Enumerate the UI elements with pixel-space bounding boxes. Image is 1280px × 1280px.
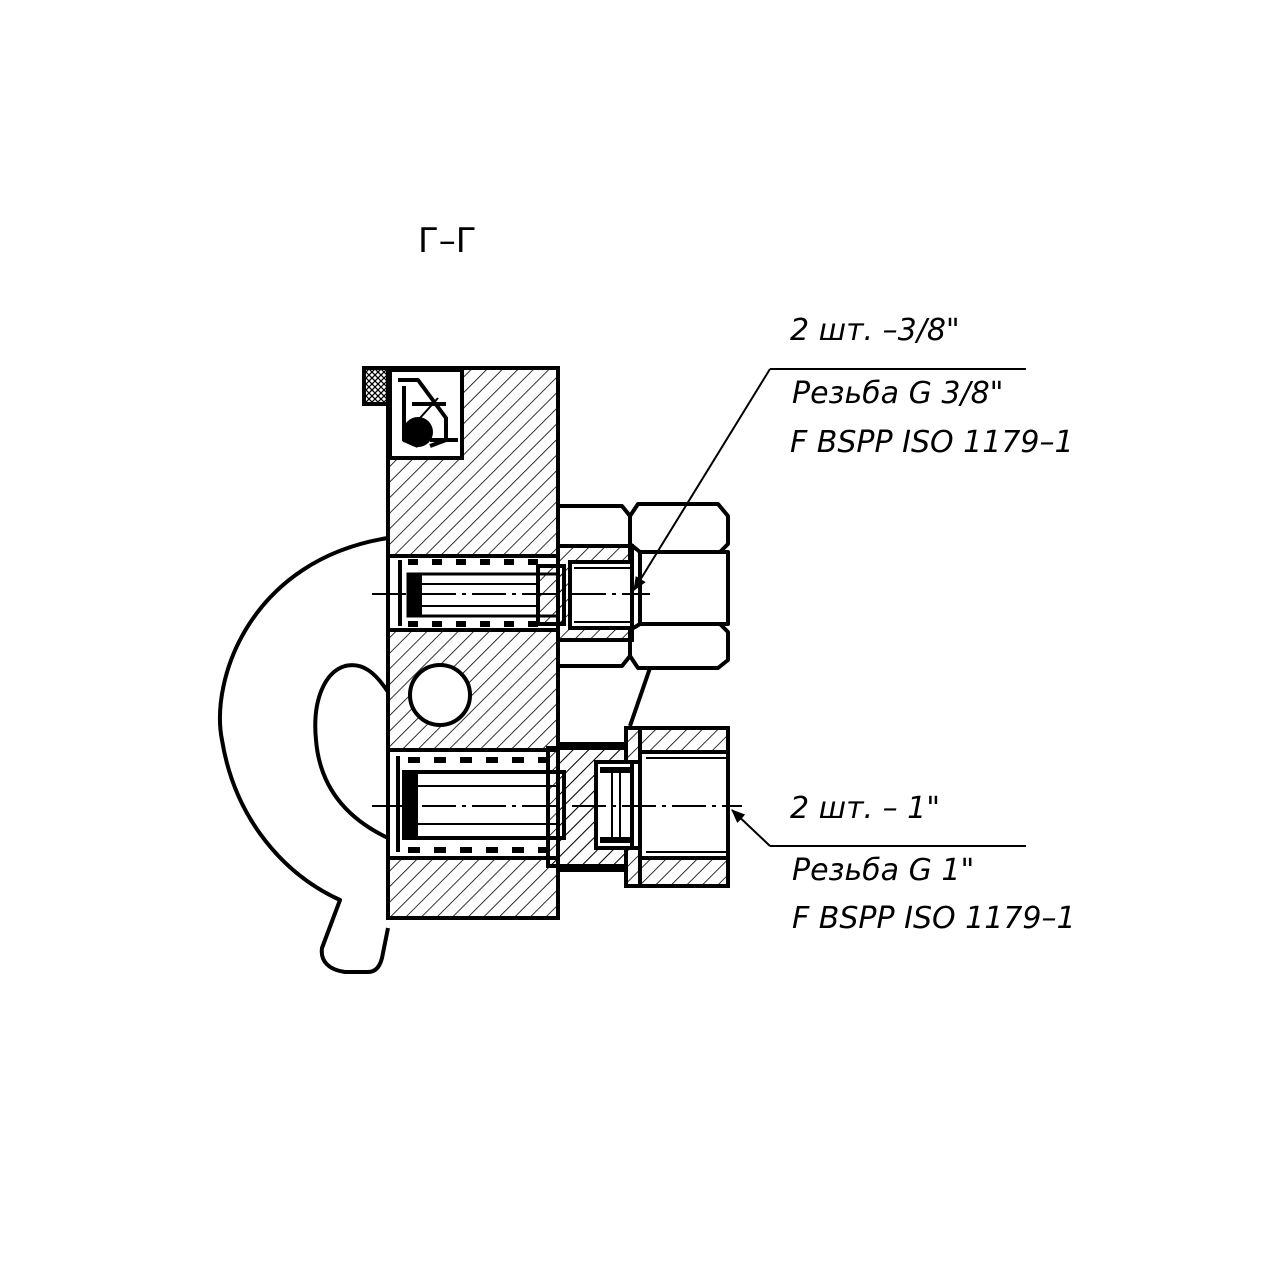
lower-quantity-label: 2 шт. – 1" bbox=[790, 791, 940, 826]
section-title: Г–Г bbox=[418, 221, 476, 261]
upper-standard-label: F BSPP ISO 1179–1 bbox=[790, 425, 1074, 460]
upper-leader bbox=[633, 368, 1026, 591]
lower-spring bbox=[396, 756, 550, 853]
lower-thread-label: Резьба G 1" bbox=[792, 853, 974, 888]
lower-standard-label: F BSPP ISO 1179–1 bbox=[792, 901, 1076, 936]
upper-spring bbox=[398, 559, 538, 627]
through-hole bbox=[408, 663, 472, 727]
connector-line bbox=[628, 667, 652, 727]
upper-thread-label: Резьба G 3/8" bbox=[792, 376, 1003, 411]
upper-quantity-label: 2 шт. –3/8" bbox=[790, 313, 960, 348]
mesh-seal bbox=[362, 366, 392, 406]
lower-leader bbox=[731, 809, 1026, 847]
latch-mechanism bbox=[398, 378, 458, 448]
hook-handle bbox=[217, 536, 390, 974]
